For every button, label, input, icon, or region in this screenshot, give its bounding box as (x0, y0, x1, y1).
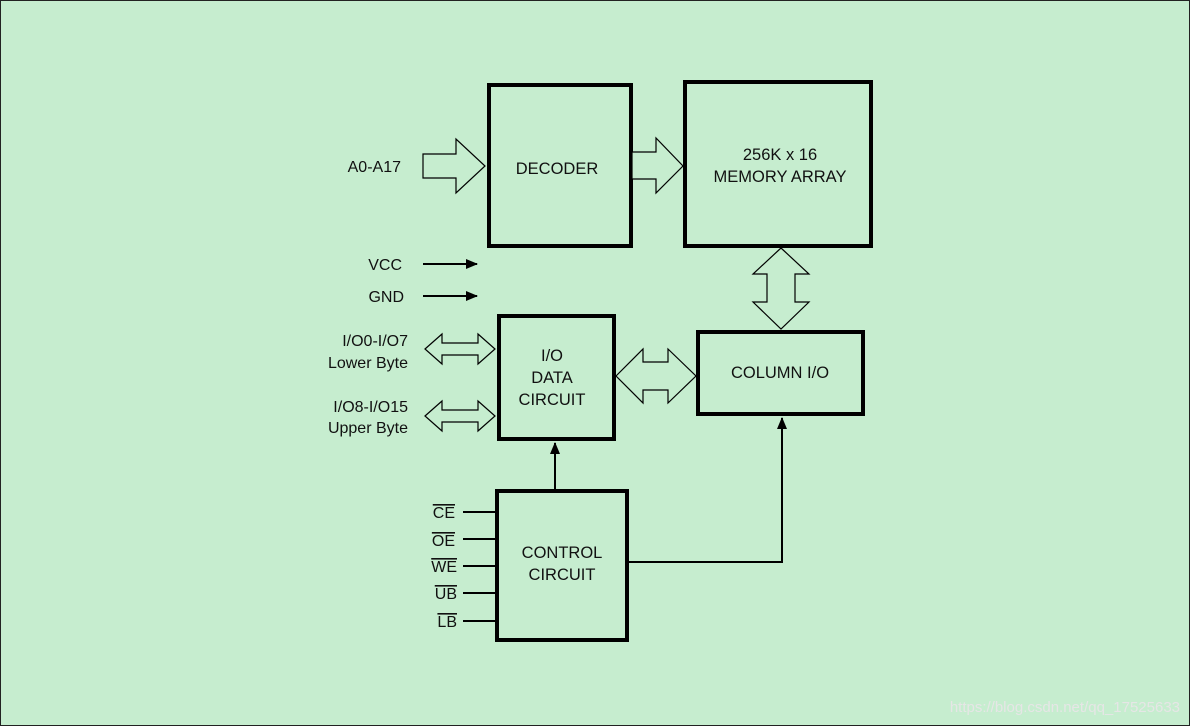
gnd-label: GND (368, 289, 404, 306)
memory-label-line2: MEMORY ARRAY (714, 168, 847, 186)
io-label-line2: DATA (531, 369, 573, 387)
control-to-column-arrow (628, 417, 787, 563)
lb-label: LB (437, 614, 457, 631)
io-label-line1: I/O (541, 347, 563, 365)
column-io-label: COLUMN I/O (731, 364, 829, 382)
control-circuit-block: CONTROL CIRCUIT (495, 489, 629, 642)
ce-label: CE (433, 505, 455, 522)
control-label-line2: CIRCUIT (529, 566, 596, 584)
address-label: A0-A17 (348, 159, 401, 176)
decoder-block: DECODER (487, 83, 633, 248)
io-low-label-line2: Lower Byte (328, 355, 408, 372)
io-label-line3: CIRCUIT (519, 391, 586, 409)
oe-label: OE (432, 533, 455, 550)
column-io-block: COLUMN I/O (696, 330, 865, 416)
io-data-circuit-block: I/O DATA CIRCUIT (497, 314, 616, 441)
io-high-label-line2: Upper Byte (328, 420, 408, 437)
io-low-label-line1: I/O0-I/O7 (342, 333, 408, 350)
control-label-line1: CONTROL (522, 544, 603, 562)
io-high-label-line1: I/O8-I/O15 (333, 399, 408, 416)
decoder-to-memory-arrow (631, 136, 684, 195)
vcc-label: VCC (368, 257, 402, 274)
lower-byte-bus-arrow (424, 332, 496, 366)
memory-array-block: 256K x 16 MEMORY ARRAY (683, 80, 873, 248)
address-bus-arrow (422, 137, 486, 195)
ub-label: UB (435, 586, 457, 603)
upper-byte-bus-arrow (424, 399, 496, 433)
watermark: https://blog.csdn.net/qq_17525633 (950, 699, 1180, 716)
decoder-label: DECODER (516, 160, 599, 178)
memory-label-line1: 256K x 16 (743, 146, 817, 164)
we-label: WE (431, 559, 457, 576)
io-column-bus-arrow (615, 347, 697, 405)
memory-column-bus-arrow (751, 247, 811, 330)
